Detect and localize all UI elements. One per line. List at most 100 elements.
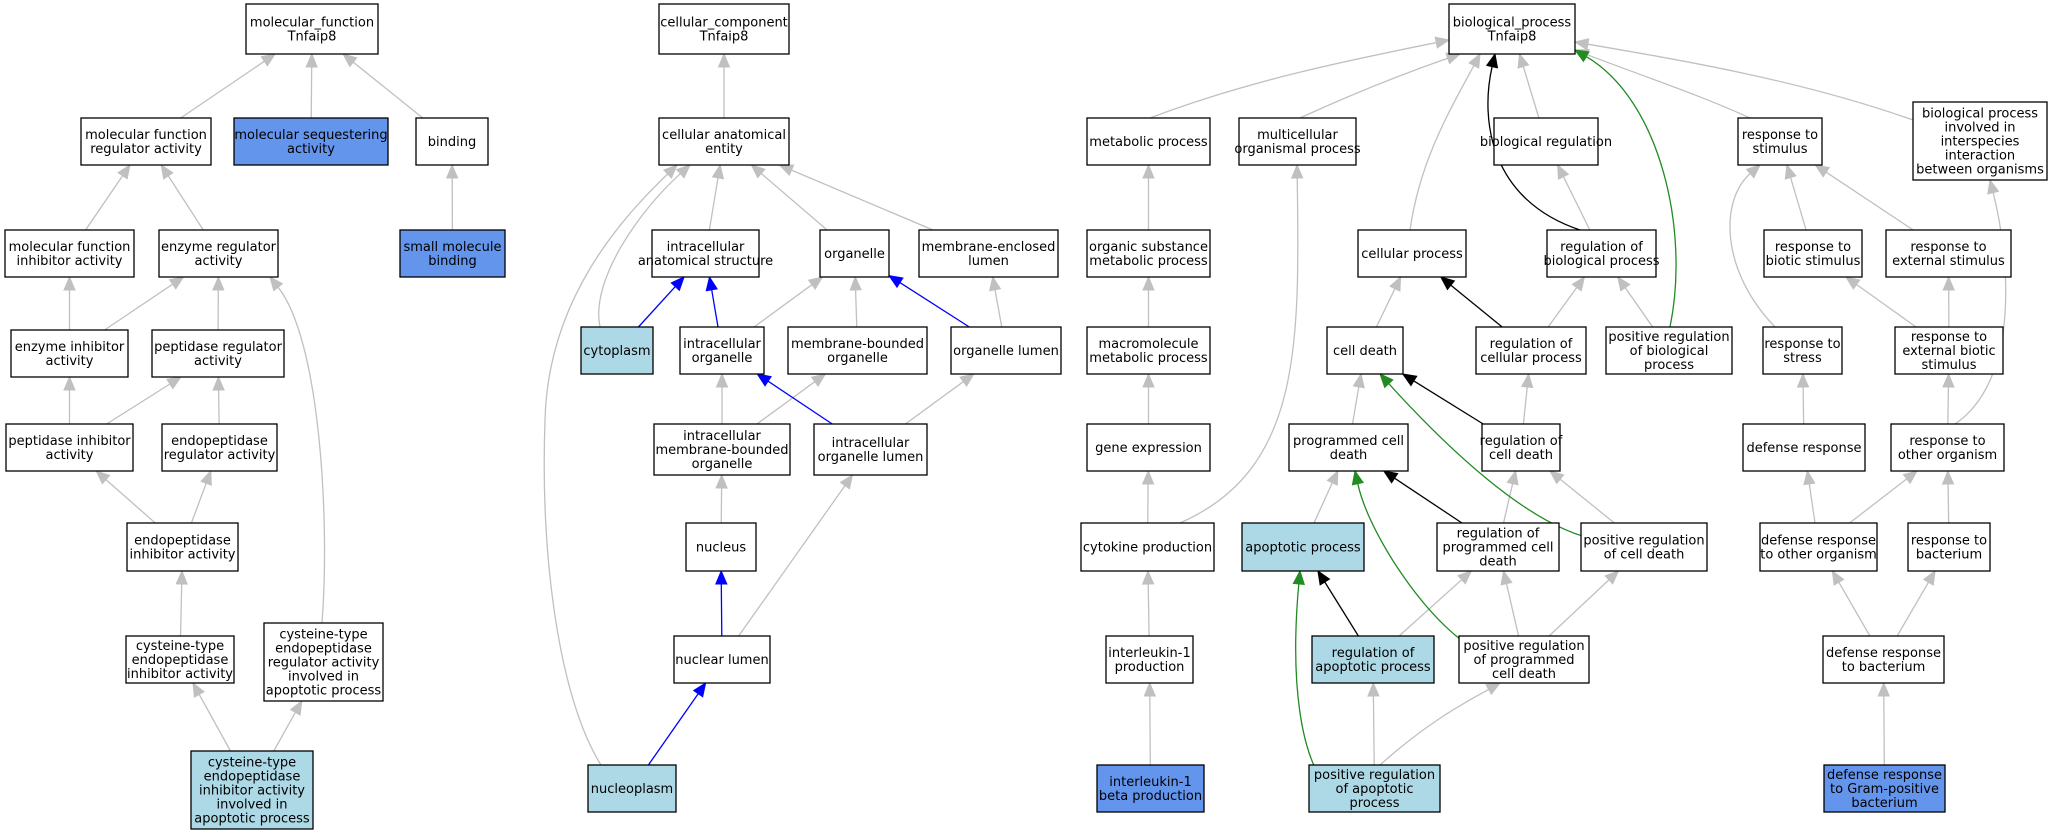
term-box	[1605, 326, 1733, 375]
edge-line	[905, 381, 964, 425]
term-box	[1357, 229, 1467, 278]
arrowhead	[675, 164, 691, 179]
edge-line	[1147, 583, 1150, 637]
edge-is-a	[1954, 178, 2007, 425]
term-node-nucleus[interactable]: nucleus	[685, 522, 757, 572]
term-box	[1742, 423, 1866, 472]
edge-is-a	[1573, 38, 1914, 121]
arrowhead	[1142, 372, 1155, 388]
term-node-def-resp[interactable]: defense response	[1742, 423, 1866, 472]
term-node-nucleoplasm[interactable]: nucleoplasm	[587, 764, 677, 813]
edge-is-a	[756, 373, 827, 425]
edge-line	[1324, 581, 1359, 637]
term-node-cell-death[interactable]: cell death	[1326, 326, 1404, 375]
term-node-gene-expr[interactable]: gene expression	[1086, 423, 1211, 472]
edge-is-a	[1143, 681, 1157, 766]
term-label-line: cysteine-type	[208, 756, 296, 771]
term-node-cell-proc[interactable]: cellular process	[1357, 229, 1467, 278]
arrowhead	[1367, 681, 1380, 697]
term-label-line: stress	[1783, 351, 1822, 366]
edge-line	[179, 583, 183, 637]
term-node-bioreg[interactable]: biological regulation	[1480, 117, 1612, 166]
term-node-apoptotic[interactable]: apoptotic process	[1241, 522, 1365, 572]
edge-line	[1505, 583, 1520, 637]
term-label-line: to other organism	[1760, 548, 1877, 563]
term-label-line: organismal process	[1234, 142, 1360, 157]
edge-line	[753, 284, 813, 328]
term-label-line: apoptotic process	[1315, 660, 1431, 675]
edge-is-a	[273, 699, 303, 752]
term-node-organelle[interactable]: organelle	[819, 229, 890, 278]
term-node-binding[interactable]: binding	[415, 117, 489, 166]
edge-line	[1624, 287, 1654, 328]
term-label-line: between organisms	[1916, 163, 2044, 178]
term-node-cytokine[interactable]: cytokine production	[1080, 522, 1215, 572]
term-node-nuc-lumen[interactable]: nuclear lumen	[673, 635, 771, 684]
term-box	[5, 423, 134, 472]
edge-line	[1149, 41, 1437, 119]
term-label-line: nucleus	[696, 541, 746, 556]
term-label-line: cysteine-type	[279, 628, 367, 643]
term-node-org-lumen[interactable]: organelle lumen	[950, 326, 1062, 375]
term-node-cytoplasm[interactable]: cytoplasm	[580, 326, 654, 375]
term-label-line: small molecule	[404, 240, 502, 255]
arrowhead	[1902, 470, 1919, 485]
edge-is-a	[63, 375, 76, 424]
term-box	[1326, 326, 1404, 375]
term-label-line: molecular_function	[250, 16, 374, 31]
arrowhead	[95, 470, 111, 485]
arrowhead	[1796, 372, 1810, 388]
term-node-metab[interactable]: metabolic process	[1086, 117, 1211, 166]
